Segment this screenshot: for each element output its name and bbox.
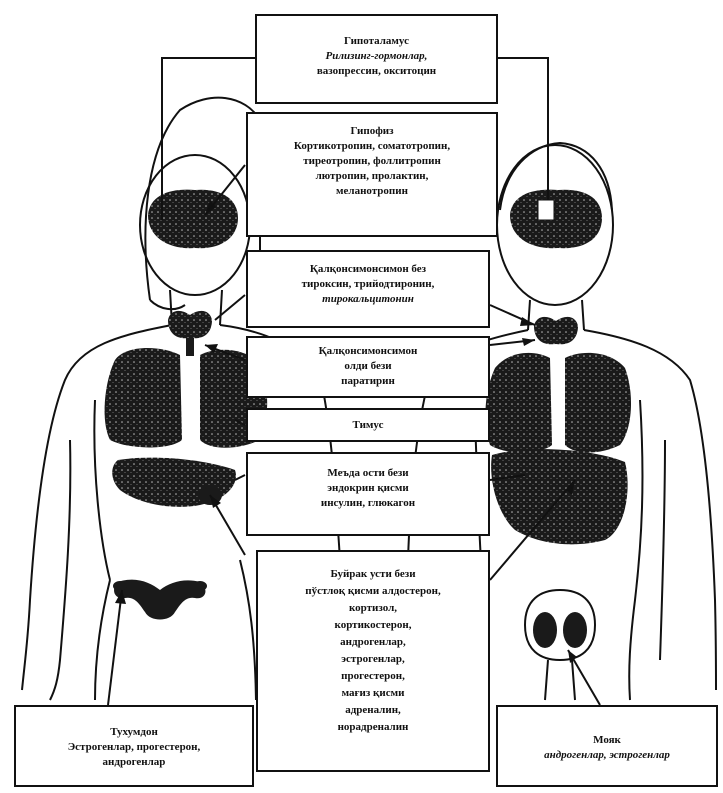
ovary-line2: андрогенлар (20, 755, 248, 770)
thyroid-left-figure (168, 311, 212, 338)
adrenal-line8: мағиз қисми (262, 685, 484, 702)
thyroid-line1: Қалқонсимонсимон без (252, 262, 484, 277)
ovary-box: Тухумдон Эстрогенлар, прогестерон, андро… (14, 705, 254, 787)
thyroid-box: Қалқонсимонсимон без тироксин, трийодтир… (246, 250, 490, 328)
thyroid-right-figure (534, 317, 578, 344)
testis-box: Мояк андрогенлар, эстрогенлар (496, 705, 718, 787)
pituitary-title: Гипофиз (252, 124, 492, 139)
adrenal-line3: кортизол, (262, 600, 484, 617)
parathyroid-line1: Қалқонсимонсимон (252, 344, 484, 359)
ovary-title: Тухумдон (20, 725, 248, 740)
uterus-figure (114, 580, 205, 620)
adrenal-line1: Буйрак усти бези (262, 566, 484, 583)
adrenal-line9: адреналин, (262, 702, 484, 719)
pancreas-line3: инсулин, глюкагон (252, 496, 484, 511)
brain-right-figure (510, 190, 602, 249)
pancreas-line2: эндокрин қисми (252, 481, 484, 496)
parathyroid-box: Қалқонсимонсимон олди бези паратирин (246, 336, 490, 398)
thymus-title: Тимус (252, 418, 484, 433)
pancreas-box: Меъда ости бези эндокрин қисми инсулин, … (246, 452, 490, 536)
pituitary-line3: лютропин, пролактин, (252, 169, 492, 184)
pancreas-right-figure (491, 449, 628, 544)
hypothalamus-box: Гипоталамус Рилизинг-гормонлар, вазопрес… (255, 14, 498, 104)
parathyroid-line3: паратирин (252, 374, 484, 389)
adrenal-line7: прогестерон, (262, 668, 484, 685)
pituitary-line2: тиреотропин, фоллитропин (252, 154, 492, 169)
hypothalamus-line1: Рилизинг-гормонлар, (261, 49, 492, 64)
adrenal-box: Буйрак усти бези пўстлоқ қисми алдостеро… (256, 550, 490, 772)
pituitary-line1: Кортикотропин, соматотропин, (252, 139, 492, 154)
thyroid-line2: тироксин, трийодтиронин, (252, 277, 484, 292)
adrenal-line6: эстрогенлар, (262, 651, 484, 668)
hypothalamus-line2: вазопрессин, окситоцин (261, 64, 492, 79)
testis-title: Мояк (502, 733, 712, 748)
hypothalamus-title: Гипоталамус (261, 34, 492, 49)
ovary-line1: Эстрогенлар, прогестерон, (20, 740, 248, 755)
lungs-left-figure (105, 348, 182, 447)
adrenal-line2: пўстлоқ қисми алдостерон, (262, 583, 484, 600)
adrenal-line5: андрогенлар, (262, 634, 484, 651)
adrenal-line4: кортикостерон, (262, 617, 484, 634)
pituitary-box: Гипофиз Кортикотропин, соматотропин, тир… (246, 112, 498, 237)
thymus-box: Тимус (246, 408, 490, 442)
pancreas-line1: Меъда ости бези (252, 466, 484, 481)
lungs-right-figure (485, 353, 552, 453)
female-organs (105, 190, 268, 620)
testis-line1: андрогенлар, эстрогенлар (502, 748, 712, 763)
adrenal-line10: норадреналин (262, 719, 484, 736)
parathyroid-line2: олди бези (252, 359, 484, 374)
pituitary-line4: меланотропин (252, 184, 492, 199)
male-organs (485, 190, 631, 648)
thyroid-line3: тирокальцитонин (252, 292, 484, 307)
